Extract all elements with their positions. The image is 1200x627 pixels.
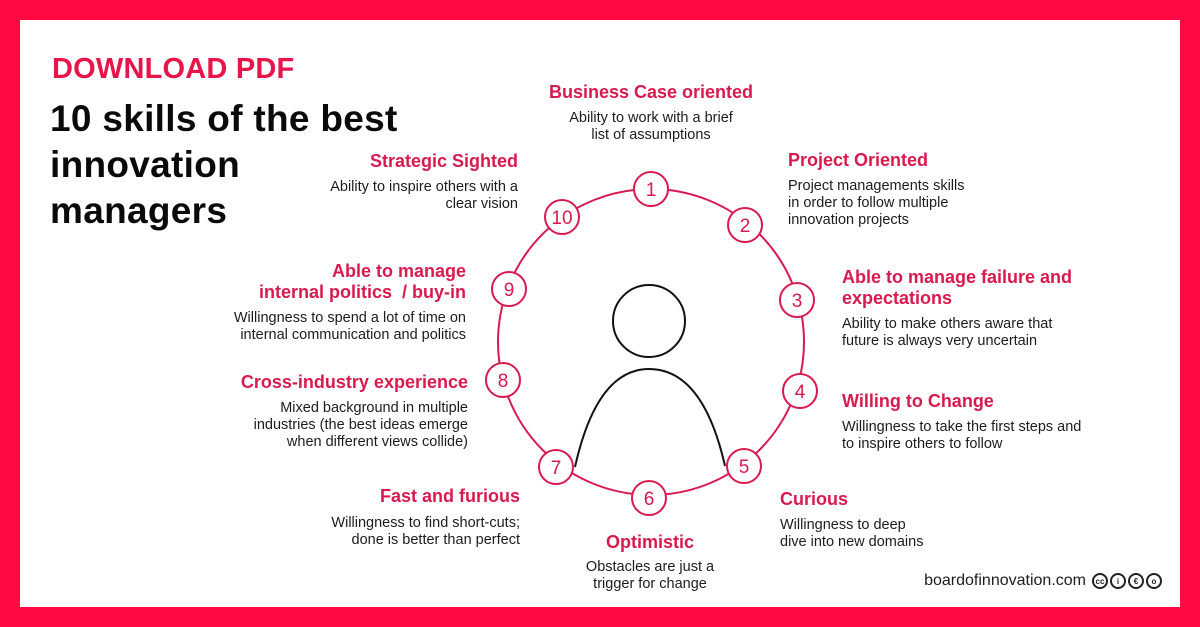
desc-line: Willingness to take the first steps and [842, 419, 1082, 435]
desc-line: industries (the best ideas emerge [253, 417, 468, 433]
share-alike-icon: o [1146, 573, 1162, 589]
desc-line: innovation projects [788, 212, 909, 228]
desc-line: done is better than perfect [351, 532, 520, 548]
skill-2: Project Oriented Project managements ski… [788, 150, 1048, 229]
skill-5-description: Willingness to deep dive into new domain… [780, 517, 1020, 551]
title-line: Able to manage [331, 261, 466, 281]
skill-6-description: Obstacles are just a trigger for change [550, 559, 750, 593]
desc-line: Ability to work with a brief [569, 110, 733, 126]
title-line-2: innovation [50, 144, 241, 185]
by-attribution-icon: i [1110, 573, 1126, 589]
desc-line: list of assumptions [591, 127, 711, 143]
skill-node-1: 1 [633, 171, 669, 207]
skill-node-8: 8 [485, 362, 521, 398]
infographic-card [20, 20, 1180, 607]
skill-node-2: 2 [727, 207, 763, 243]
site-link[interactable]: boardofinnovation.com [924, 572, 1086, 589]
skill-node-7: 7 [538, 449, 574, 485]
desc-line: trigger for change [593, 576, 707, 592]
skill-9: Able to manage internal politics / buy-i… [160, 261, 466, 344]
skill-8: Cross-industry experience Mixed backgrou… [168, 372, 468, 451]
desc-line: Willingness to deep [780, 517, 906, 533]
svg-text:7: 7 [551, 458, 562, 479]
skill-9-title: Able to manage internal politics / buy-i… [160, 261, 466, 303]
svg-text:10: 10 [551, 208, 572, 229]
skill-3-title: Able to manage failure and expectations [842, 267, 1142, 309]
skill-4: Willing to Change Willingness to take th… [842, 391, 1152, 453]
noncommercial-icon: € [1128, 573, 1144, 589]
skill-node-9: 9 [491, 271, 527, 307]
footer: boardofinnovation.com cc i € o [924, 572, 1162, 590]
skill-8-title: Cross-industry experience [240, 372, 468, 392]
title-line-3: managers [50, 190, 228, 231]
skill-node-6: 6 [631, 480, 667, 516]
page-title: 10 skills of the best innovation manager… [50, 96, 470, 234]
license-icons: cc i € o [1092, 573, 1162, 589]
person-body-icon [574, 367, 726, 468]
svg-text:6: 6 [644, 489, 655, 510]
skill-3-description: Ability to make others aware that future… [842, 316, 1142, 350]
skill-5: Curious Willingness to deep dive into ne… [780, 489, 1020, 551]
desc-line: future is always very uncertain [842, 333, 1038, 349]
skill-1-description: Ability to work with a brief list of ass… [530, 110, 772, 144]
skill-2-title: Project Oriented [788, 150, 929, 170]
desc-line: Obstacles are just a [585, 559, 715, 575]
desc-line: Mixed background in multiple [280, 400, 468, 416]
desc-line: Ability to inspire others with a [330, 179, 518, 195]
skill-2-description: Project managements skills in order to f… [788, 178, 1048, 229]
skill-9-description: Willingness to spend a lot of time on in… [160, 310, 466, 344]
title-line: internal politics / buy-in [258, 282, 466, 302]
skill-10-title: Strategic Sighted [369, 151, 518, 171]
desc-line: when different views collide) [286, 434, 468, 450]
skill-node-5: 5 [726, 448, 762, 484]
desc-line: Ability to make others aware that [842, 316, 1053, 332]
cc-icon: cc [1092, 573, 1108, 589]
svg-text:8: 8 [498, 371, 509, 392]
skill-6: Optimistic Obstacles are just a trigger … [550, 532, 750, 593]
title-line-1: 10 skills of the best [50, 98, 398, 139]
skill-7: Fast and furious Willingness to find sho… [250, 486, 520, 549]
skill-node-4: 4 [782, 373, 818, 409]
desc-line: Willingness to find short-cuts; [331, 515, 520, 531]
desc-line: clear vision [445, 196, 518, 212]
skill-3: Able to manage failure and expectations … [842, 267, 1142, 350]
svg-text:1: 1 [646, 180, 657, 201]
skill-8-description: Mixed background in multiple industries … [168, 400, 468, 451]
skill-5-title: Curious [780, 489, 849, 509]
desc-line: dive into new domains [780, 534, 924, 550]
desc-line: in order to follow multiple [788, 195, 949, 211]
svg-text:2: 2 [740, 216, 751, 237]
skill-6-title: Optimistic [605, 532, 694, 552]
skill-node-3: 3 [779, 282, 815, 318]
skill-4-description: Willingness to take the first steps and … [842, 419, 1152, 453]
desc-line: to inspire others to follow [842, 436, 1003, 452]
title-line: Able to manage failure and [842, 267, 1073, 287]
svg-text:5: 5 [739, 457, 750, 478]
skill-7-title: Fast and furious [379, 486, 520, 506]
desc-line: internal communication and politics [240, 327, 466, 343]
svg-text:9: 9 [504, 280, 515, 301]
skill-1: Business Case oriented Ability to work w… [530, 82, 772, 144]
desc-line: Willingness to spend a lot of time on [233, 310, 466, 326]
skill-10: Strategic Sighted Ability to inspire oth… [278, 151, 518, 213]
svg-text:4: 4 [795, 382, 806, 403]
skill-4-title: Willing to Change [842, 391, 994, 411]
svg-text:3: 3 [792, 291, 803, 312]
skill-7-description: Willingness to find short-cuts; done is … [250, 515, 520, 549]
skill-10-description: Ability to inspire others with a clear v… [278, 179, 518, 213]
download-pdf-link[interactable]: DOWNLOAD PDF [52, 53, 295, 85]
desc-line: Project managements skills [788, 178, 965, 194]
skill-1-title: Business Case oriented [548, 82, 754, 102]
person-head-icon [612, 284, 686, 358]
title-line: expectations [842, 288, 953, 308]
skill-node-10: 10 [544, 199, 580, 235]
